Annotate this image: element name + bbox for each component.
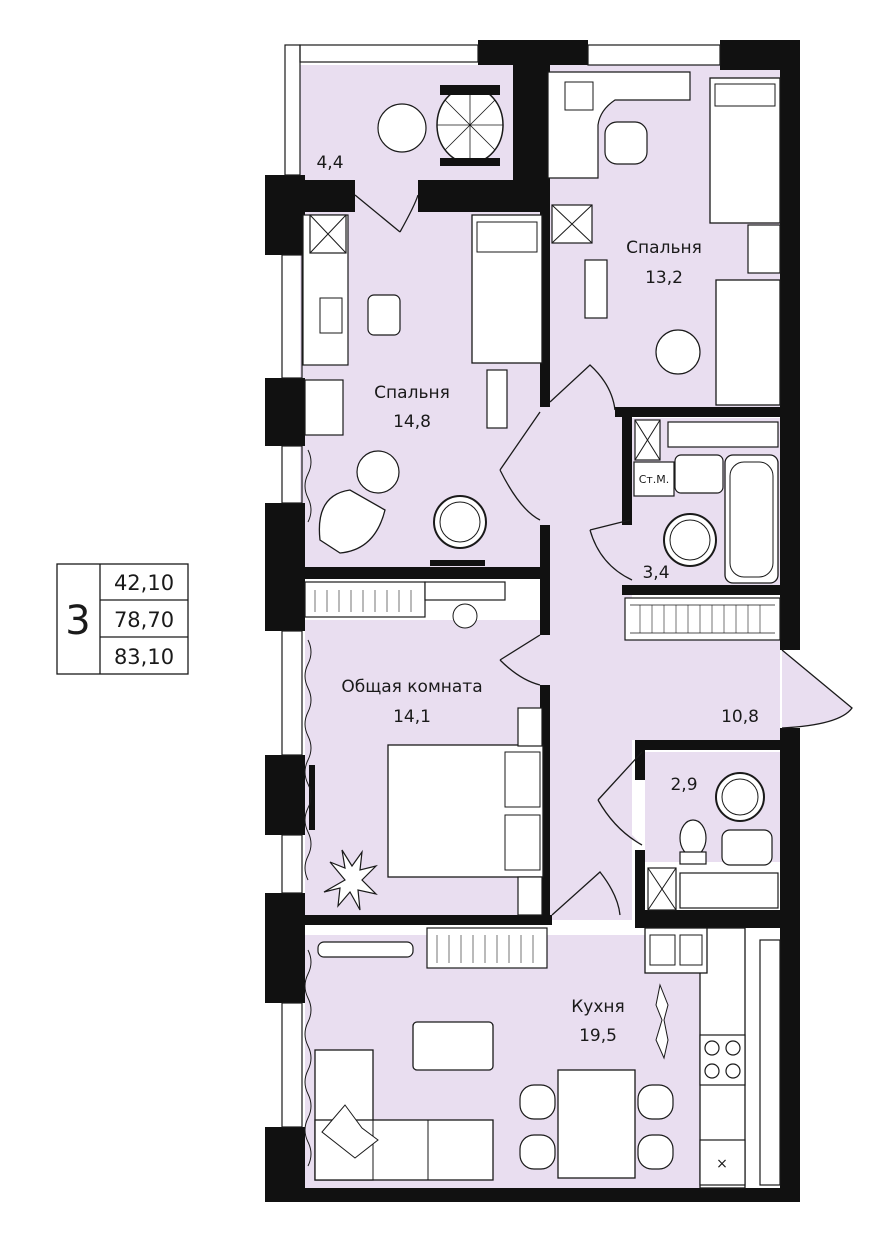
chair-icon <box>604 121 648 165</box>
kitchen-stove-icon <box>699 1034 746 1086</box>
curtain-icon <box>304 949 312 1167</box>
bathroom-area: 3,4 <box>642 563 669 583</box>
balcony-door <box>354 194 419 233</box>
toilet-icon <box>679 819 707 865</box>
side-desk-icon <box>584 259 608 319</box>
monitor-icon <box>564 81 594 111</box>
tv-icon <box>309 765 315 830</box>
entrance-door <box>781 649 853 729</box>
windows <box>281 44 721 1128</box>
stove-mark: × <box>716 1156 728 1172</box>
oven-box <box>699 1139 746 1186</box>
storage-box <box>633 461 675 497</box>
pouf-icon <box>655 329 701 375</box>
toilet-fixtures <box>647 772 779 911</box>
living-area-value: 42,10 <box>114 571 174 595</box>
curtain-icon <box>304 639 312 881</box>
sofa-icon <box>314 1049 494 1181</box>
room-labels: 4,4 Спальня 14,8 Спальня 13,2 3,4 10,8 2… <box>316 153 758 1046</box>
tv-icon <box>430 560 485 566</box>
hall-furniture <box>624 597 781 641</box>
balcony-area: 4,4 <box>316 153 343 173</box>
bedroom-right-area: 13,2 <box>645 268 683 288</box>
hall-floor-vertical <box>542 400 632 920</box>
toilet-door <box>597 751 643 846</box>
walls <box>265 40 800 1202</box>
bed-icon <box>387 744 544 878</box>
bathtub-icon <box>724 454 779 584</box>
table-icon <box>377 103 427 153</box>
desk-icon <box>547 71 691 179</box>
toilet-area: 2,9 <box>670 775 697 795</box>
sink-icon <box>721 829 773 866</box>
bedroom-right-name: Спальня <box>626 238 702 258</box>
chair-icon <box>367 294 401 336</box>
tv-stand-icon <box>317 941 414 958</box>
area-summary-badge: 3 42,10 78,70 83,10 <box>56 563 189 675</box>
living-room-furniture <box>304 581 544 916</box>
total-area-value: 78,70 <box>114 608 174 632</box>
bedroom-right-door <box>549 364 616 411</box>
storage-label: Ст.М. <box>639 473 670 486</box>
coffee-table-icon <box>412 1021 494 1071</box>
living-room-area: 14,1 <box>393 707 431 727</box>
pouf-icon <box>356 450 400 494</box>
bedroom-left-area: 14,8 <box>393 412 431 432</box>
bedside-table-icon <box>517 707 543 747</box>
plant-icon <box>323 849 378 911</box>
bedroom-left-door <box>499 411 541 521</box>
bedside-table-icon-2 <box>517 876 543 916</box>
balcony-furniture <box>377 85 504 166</box>
rooms-count: 3 <box>65 598 90 644</box>
living-room-name: Общая комната <box>341 677 482 697</box>
washing-machine-icon <box>663 513 717 567</box>
shelf-icon <box>679 872 779 909</box>
bed-icon <box>471 214 543 364</box>
bedside-table-icon <box>747 224 781 274</box>
lamp-icon <box>452 603 478 629</box>
kitchen-area: 19,5 <box>579 1026 617 1046</box>
hall-area: 10,8 <box>721 707 759 727</box>
armchair-icon <box>436 85 504 166</box>
kitchen-furniture: × <box>304 927 781 1189</box>
shelf-icon <box>424 581 506 601</box>
bathroom-fixtures: Ст.М. <box>633 419 779 584</box>
armchair-icon <box>318 489 386 554</box>
shelf-icon <box>667 421 779 448</box>
shelf-icon <box>304 379 344 436</box>
monitor-icon <box>319 297 343 334</box>
sink-icon <box>674 454 724 494</box>
bedroom-left-name: Спальня <box>374 383 450 403</box>
kitchen-door <box>551 871 621 916</box>
wardrobe-icon <box>624 597 781 641</box>
living-door <box>499 634 541 686</box>
curtain-icon <box>304 449 312 523</box>
round-table-icon <box>433 495 487 549</box>
bedroom-right-furniture <box>547 71 781 406</box>
washing-machine-icon <box>715 772 765 822</box>
chair-icon <box>519 1084 556 1120</box>
sofa-icon <box>715 279 781 406</box>
bathroom-door <box>589 519 633 581</box>
wardrobe-icon <box>304 581 426 618</box>
fridge-column-icon <box>759 939 781 1186</box>
area-with-balcony-value: 83,10 <box>114 645 174 669</box>
cat-icon <box>655 983 669 1060</box>
bedside-table-icon <box>486 369 508 429</box>
wardrobe-icon <box>426 927 548 969</box>
door-icon <box>354 194 853 916</box>
bedroom-left-furniture <box>302 214 543 566</box>
kitchen-name: Кухня <box>571 997 625 1017</box>
dining-table-icon <box>519 1069 674 1179</box>
